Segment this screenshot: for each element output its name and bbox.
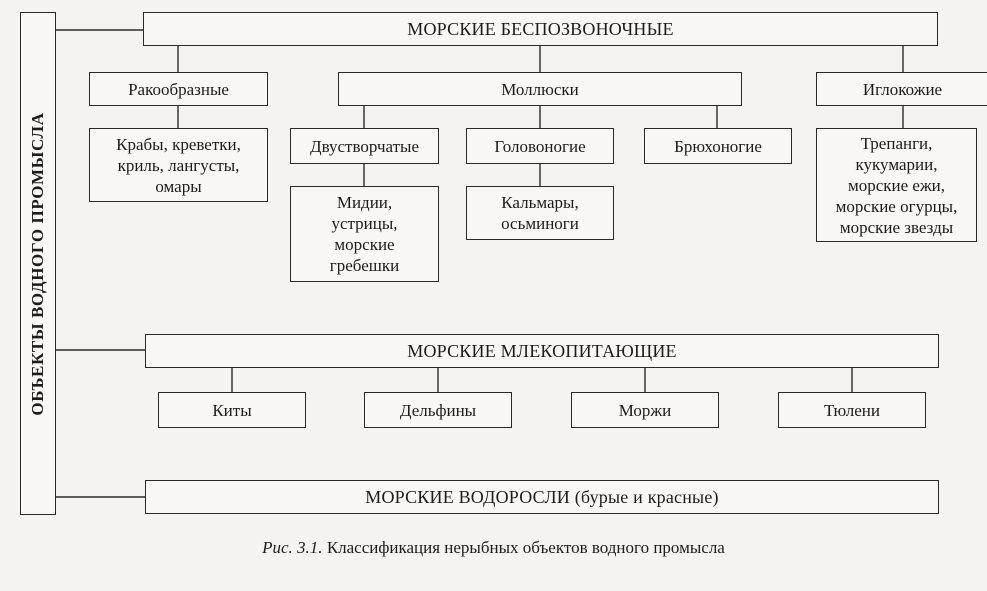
crustaceans-box: Ракообразные [89,72,268,106]
bivalves-examples-box: Мидии, устрицы, морские гребешки [290,186,439,282]
bivalves-box: Двустворчатые [290,128,439,164]
figure-caption: Рис. 3.1. Классификация нерыбных объекто… [0,538,987,558]
invertebrates-title-box: МОРСКИЕ БЕСПОЗВОНОЧНЫЕ [143,12,938,46]
side-category-label: ОБЪЕКТЫ ВОДНОГО ПРОМЫСЛА [28,111,47,416]
crustaceans-examples-box: Крабы, креветки, криль, лангусты, омары [89,128,268,202]
gastropods-box: Брюхоногие [644,128,792,164]
side-category-box: ОБЪЕКТЫ ВОДНОГО ПРОМЫСЛА [20,12,56,515]
figure-number: Рис. 3.1. [262,538,323,557]
cephalopods-box: Головоногие [466,128,614,164]
echinoderms-box: Иглокожие [816,72,987,106]
dolphins-box: Дельфины [364,392,512,428]
seals-box: Тюлени [778,392,926,428]
echinoderms-examples-box: Трепанги, кукумарии, морские ежи, морски… [816,128,977,242]
mollusks-box: Моллюски [338,72,742,106]
whales-box: Киты [158,392,306,428]
algae-title-box: МОРСКИЕ ВОДОРОСЛИ (бурые и красные) [145,480,939,514]
cephalopods-examples-box: Кальмары, осьминоги [466,186,614,240]
mammals-title-box: МОРСКИЕ МЛЕКОПИТАЮЩИЕ [145,334,939,368]
figure-caption-text: Классификация нерыбных объектов водного … [326,538,725,557]
walruses-box: Моржи [571,392,719,428]
